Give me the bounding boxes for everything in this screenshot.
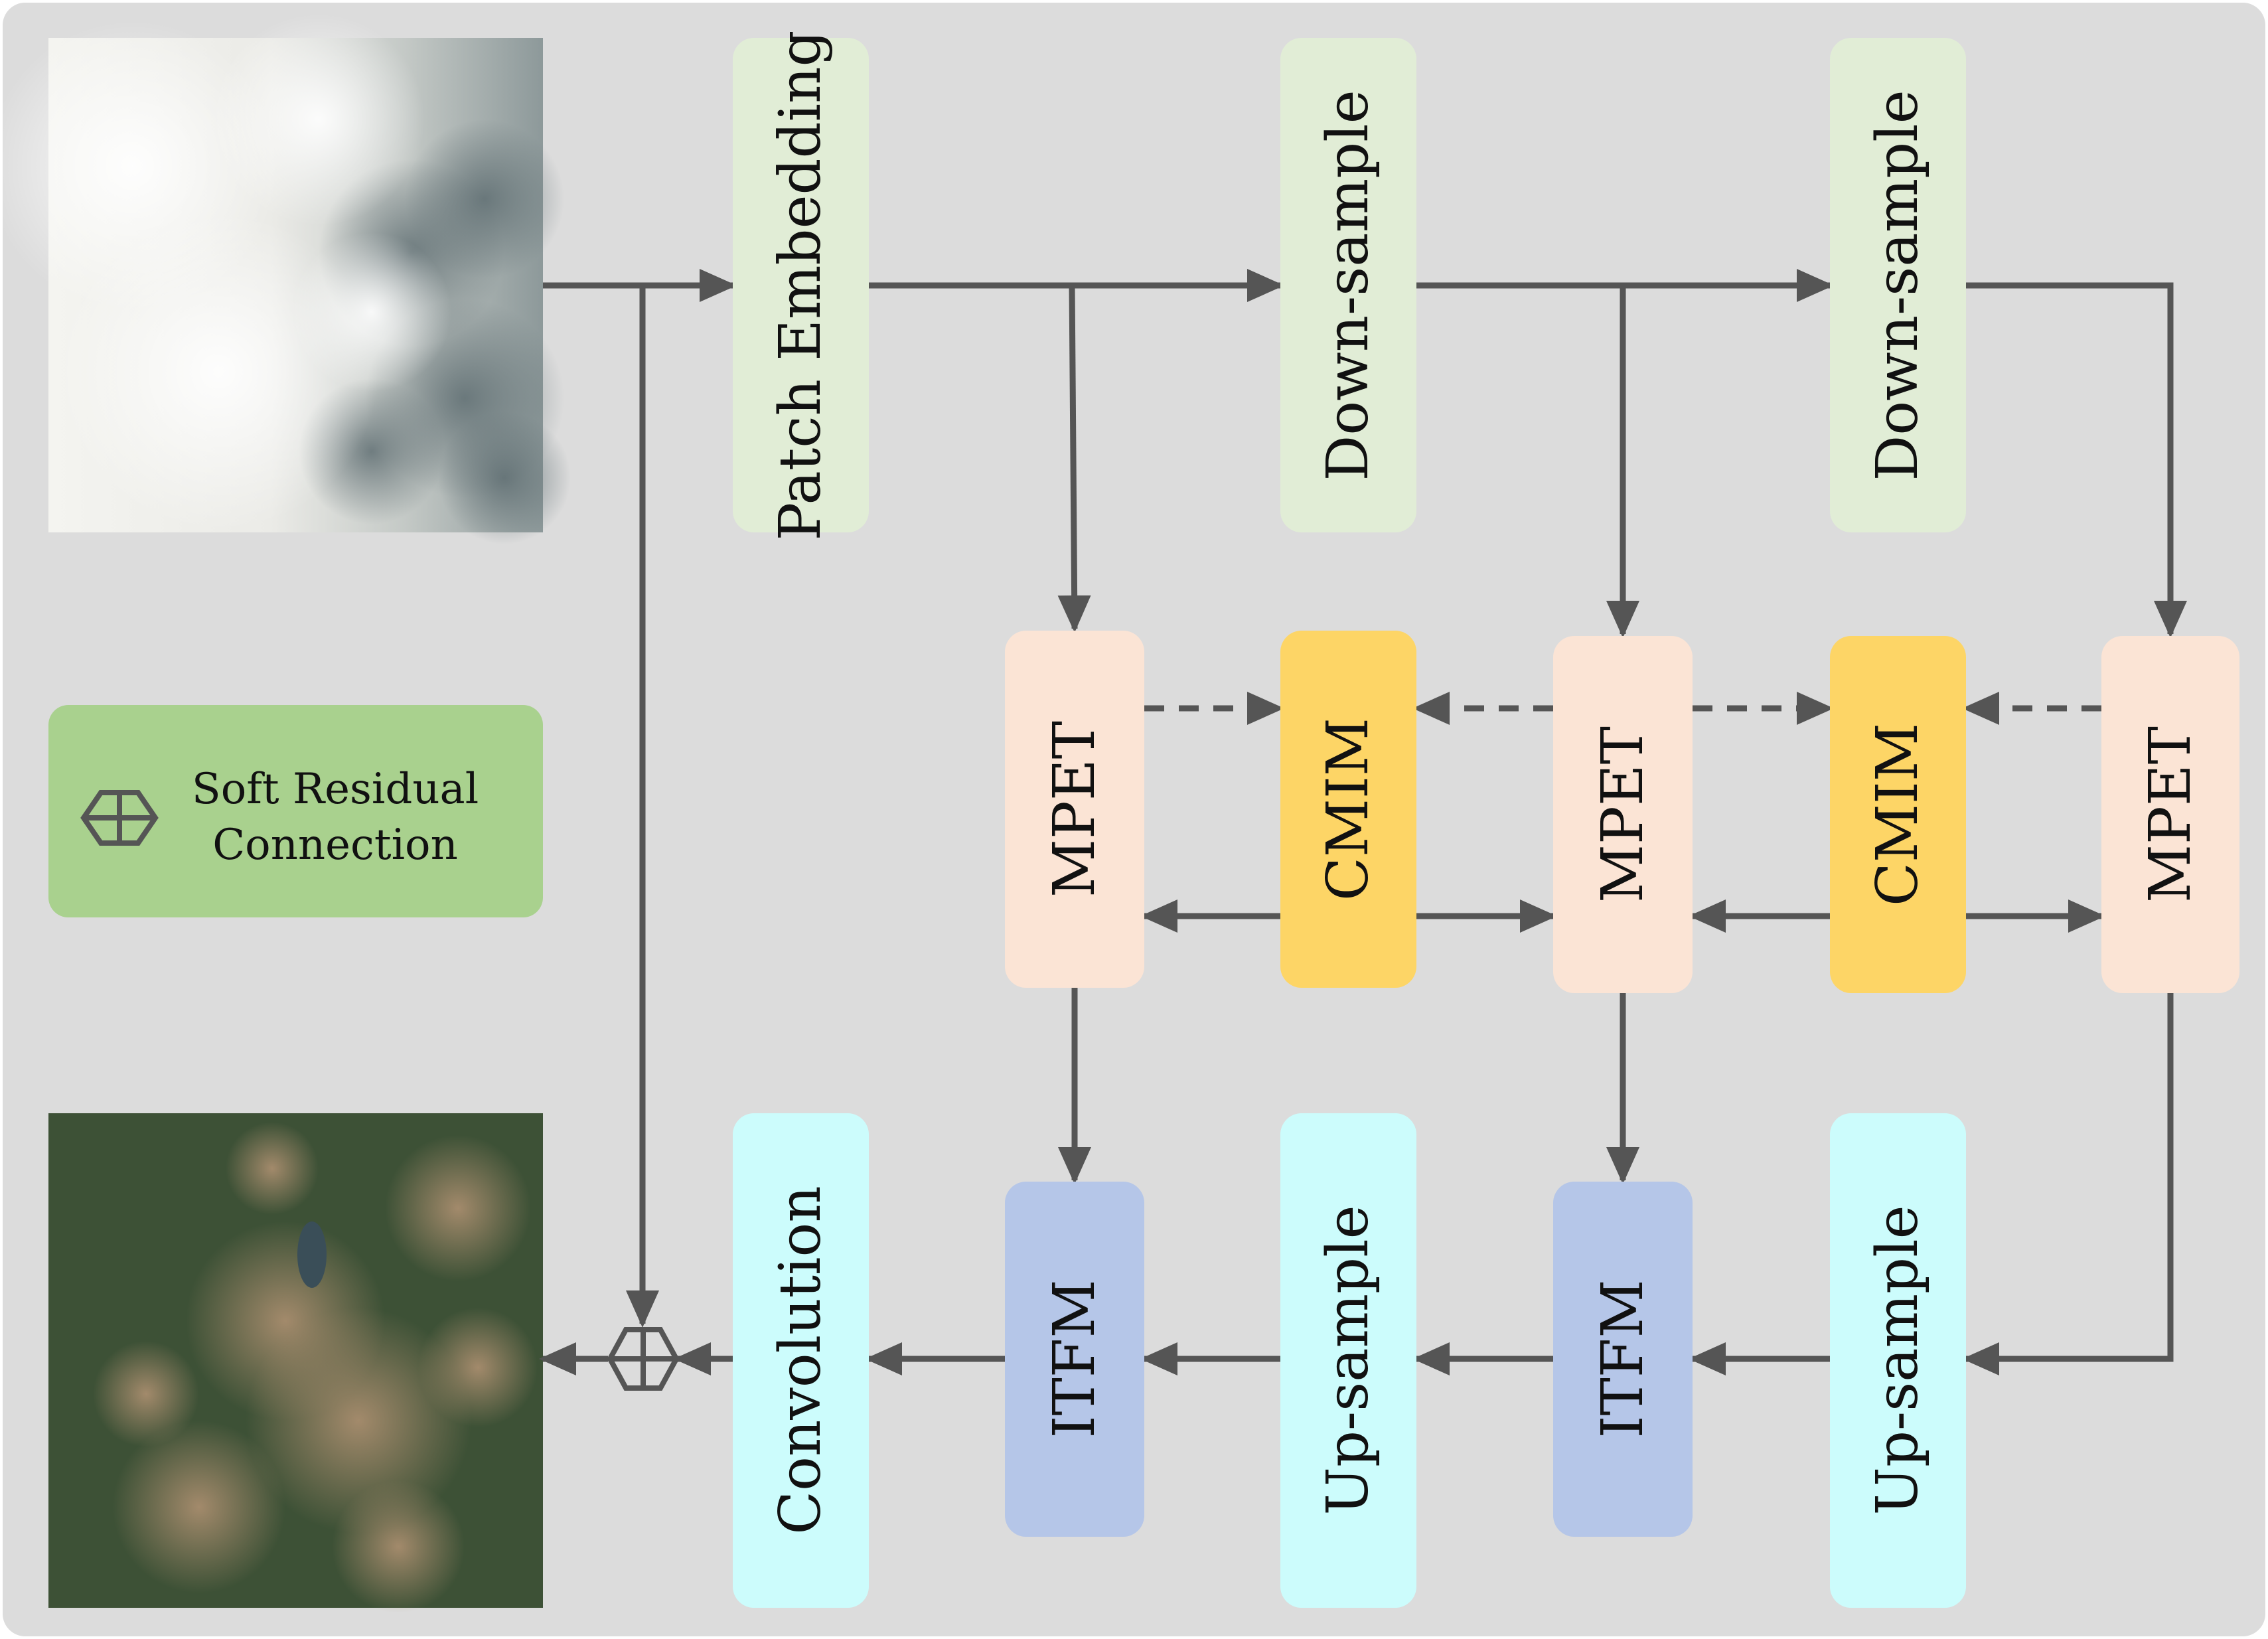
- mpet-label-2: MPET: [1590, 726, 1656, 903]
- itfm-label-2: ITFM: [1590, 1279, 1656, 1438]
- up-sample-label-2: Up-sample: [1864, 1206, 1931, 1516]
- legend-line-2: Connection: [212, 820, 458, 870]
- convolution-label: Convolution: [767, 1186, 834, 1534]
- down-sample-label-2: Down-sample: [1864, 90, 1931, 481]
- soft-residual-node-icon: [607, 1327, 680, 1391]
- connectors: [539, 269, 2187, 1375]
- patch-embedding-block: Patch Embedding: [733, 30, 869, 541]
- cmim-block-2: CMIM: [1830, 636, 1966, 993]
- convolution-block: Convolution: [733, 1113, 869, 1608]
- legend-box: [48, 705, 543, 917]
- itfm-block-2: ITFM: [1553, 1182, 1693, 1537]
- mpet-block-2: MPET: [1553, 636, 1693, 993]
- up-sample-block-1: Up-sample: [1280, 1113, 1416, 1608]
- down-sample-block-2: Down-sample: [1830, 38, 1966, 532]
- mpet-block-3: MPET: [2101, 636, 2239, 993]
- output-clear-image: [48, 1113, 543, 1613]
- legend-line-1: Soft Residual: [192, 765, 479, 814]
- itfm-block-1: ITFM: [1005, 1182, 1144, 1537]
- up-sample-label-1: Up-sample: [1315, 1206, 1381, 1516]
- mpet-label-3: MPET: [2137, 726, 2204, 903]
- cmim-block-1: CMIM: [1280, 631, 1416, 988]
- soft-residual-hexagon-icon: [80, 790, 159, 846]
- mpet-label-1: MPET: [1041, 721, 1108, 898]
- down-sample-block-1: Down-sample: [1280, 38, 1416, 532]
- up-sample-block-2: Up-sample: [1830, 1113, 1966, 1608]
- input-cloudy-image: [0, 13, 571, 544]
- itfm-label-1: ITFM: [1041, 1279, 1108, 1438]
- down-sample-label-1: Down-sample: [1315, 90, 1381, 481]
- cmim-label-1: CMIM: [1315, 718, 1381, 901]
- cmim-label-2: CMIM: [1864, 723, 1931, 906]
- patch-embedding-label: Patch Embedding: [767, 30, 834, 540]
- mpet-block-1: MPET: [1005, 631, 1144, 988]
